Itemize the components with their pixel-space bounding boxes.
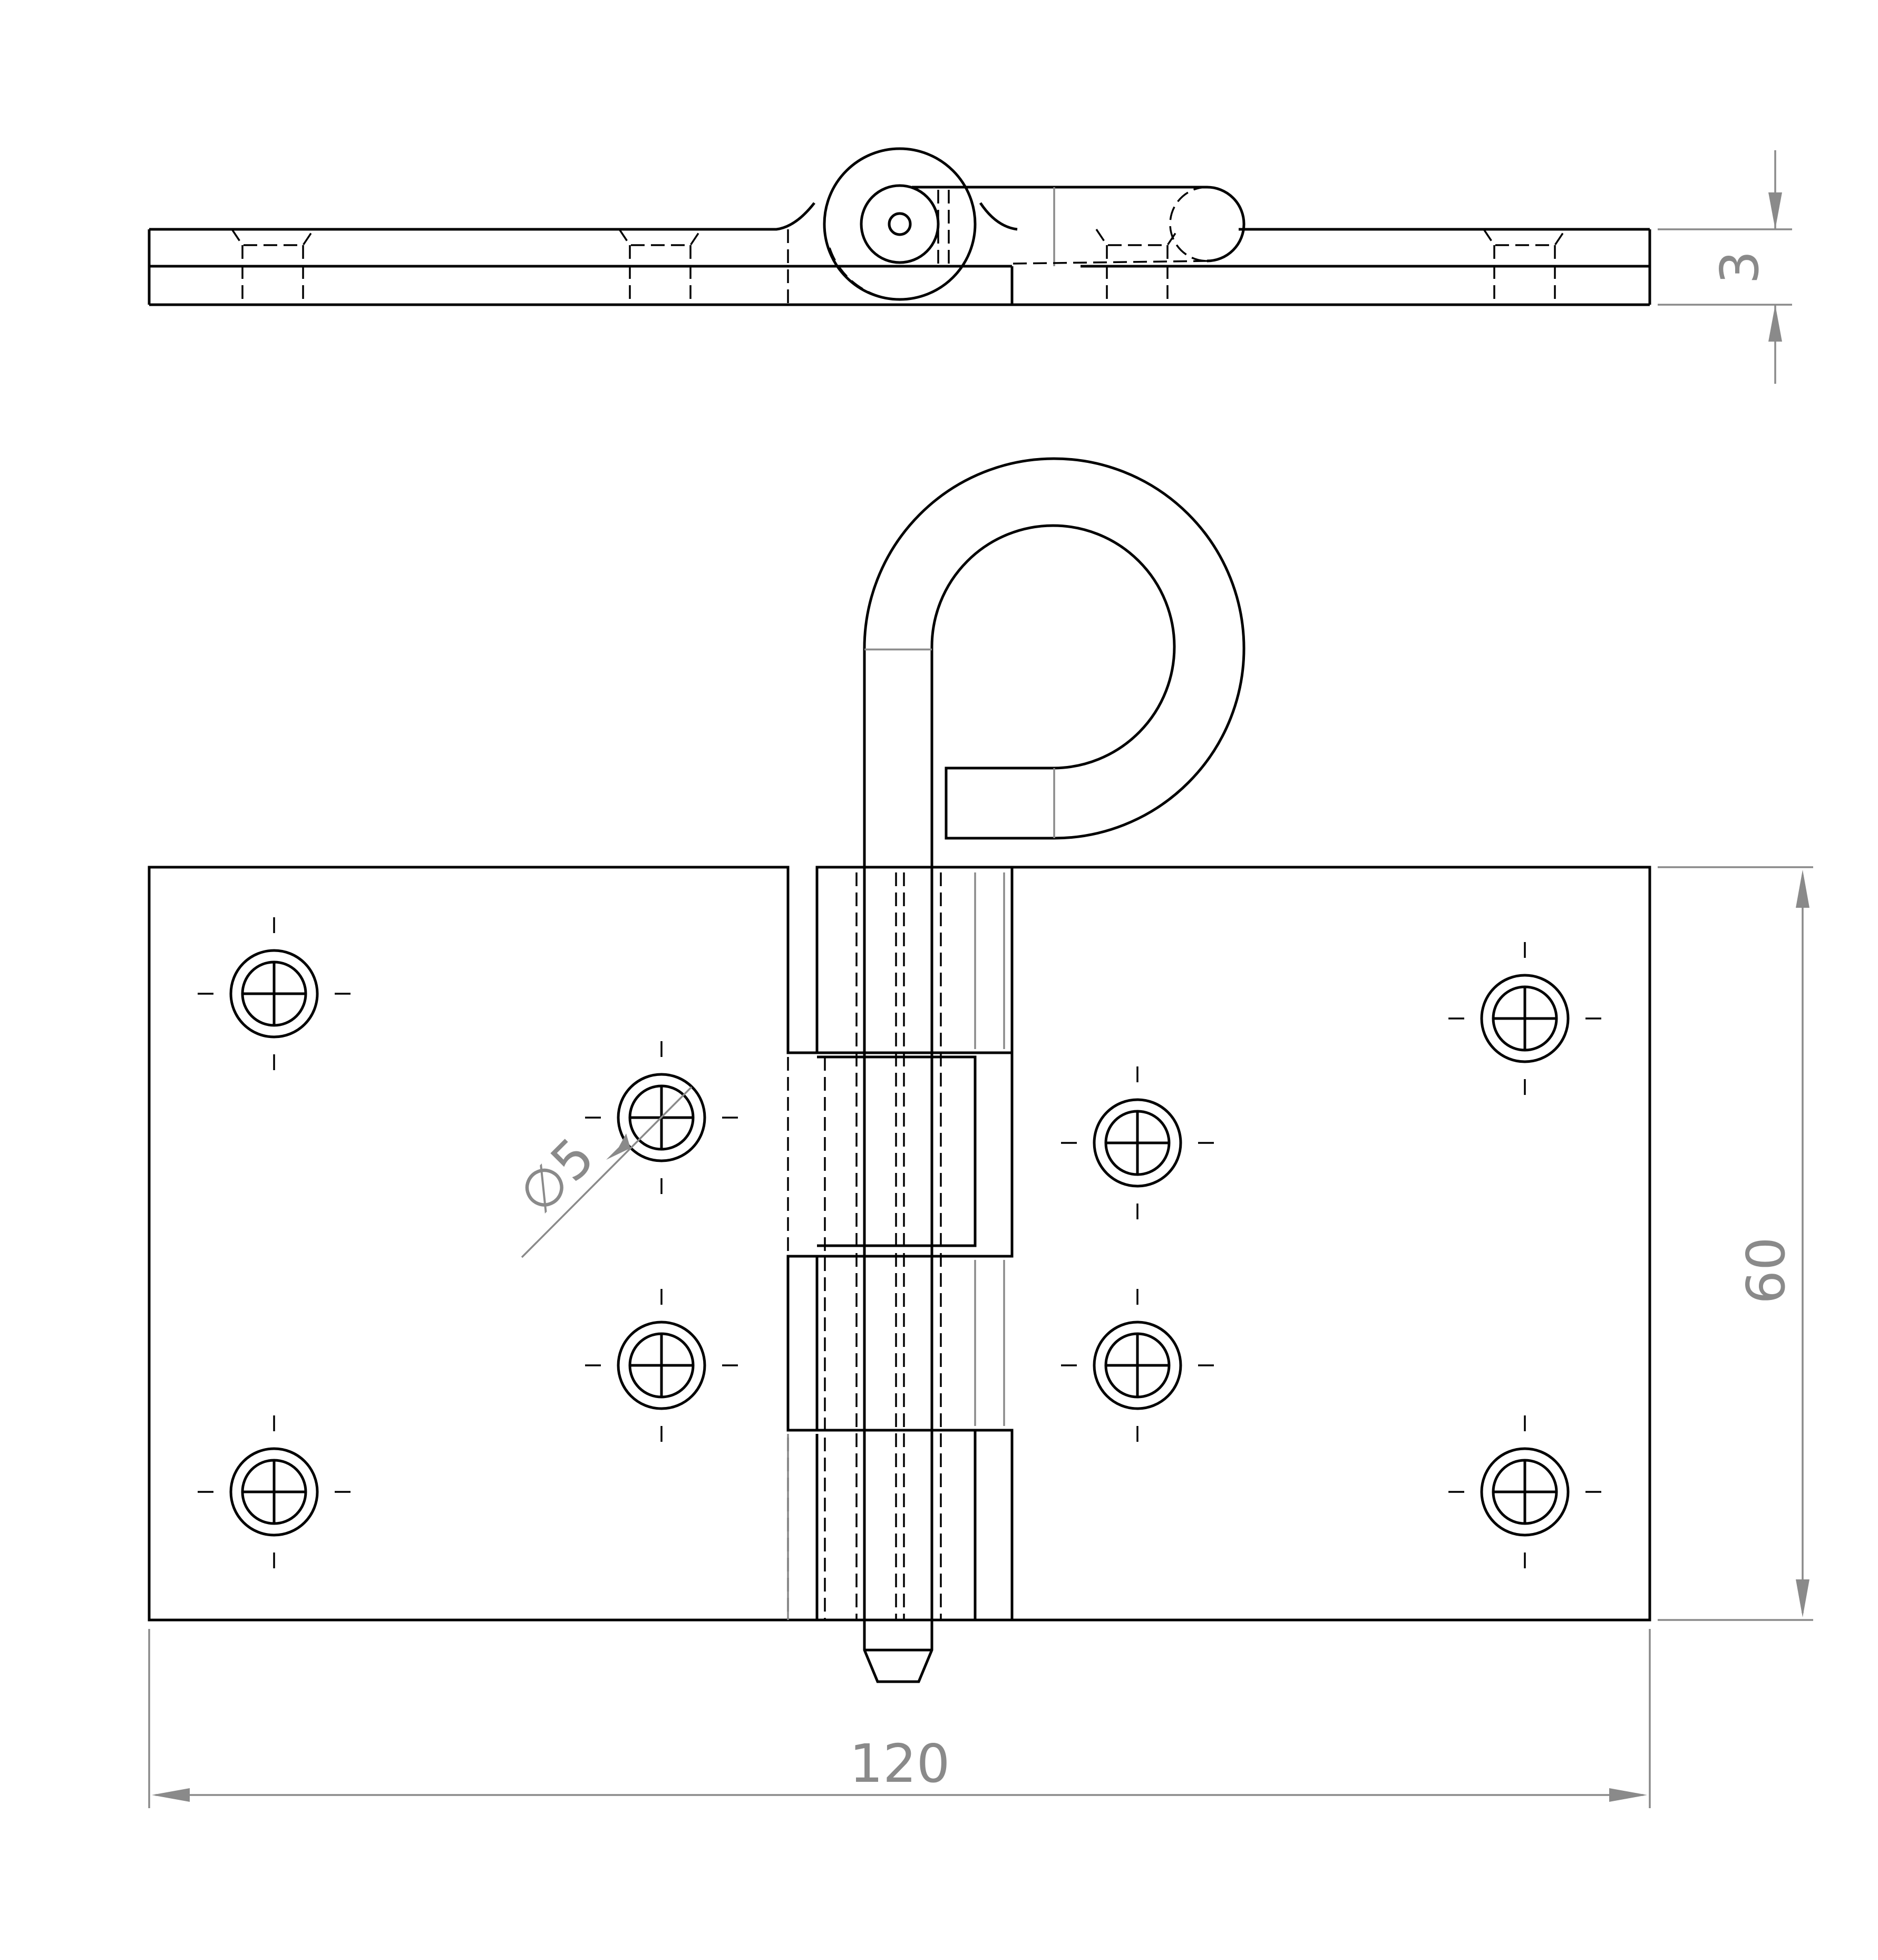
screw-hole (198, 1415, 351, 1568)
top-view: 3 (148, 147, 1792, 384)
pin-tip (863, 1620, 933, 1683)
left-leaf (148, 866, 1014, 1622)
hole-diameter-label: ∅5 (507, 1126, 606, 1226)
width-dimension: 120 (148, 1629, 1651, 1808)
height-dimension: 60 (1658, 866, 1813, 1621)
height-dimension-label: 60 (1735, 1237, 1797, 1304)
thickness-dimension-label: 3 (1709, 250, 1770, 284)
knuckle-profile (787, 147, 1245, 305)
hole-diameter-dimension: ∅5 (507, 1086, 693, 1258)
screw-hole (1061, 1066, 1214, 1219)
right-leaf-profile (979, 202, 1651, 305)
screw-hole (1448, 1415, 1601, 1568)
left-leaf-profile (148, 202, 1650, 306)
right-leaf (786, 866, 1651, 1622)
thickness-dimension: 3 (1658, 150, 1792, 384)
screw-hole (198, 917, 351, 1070)
screw-hole (1448, 942, 1601, 1095)
screw-holes (198, 917, 1601, 1568)
countersink-hidden-lines (231, 229, 1566, 305)
front-view: ∅5 60 120 (148, 457, 1813, 1808)
screw-hole (585, 1289, 738, 1442)
width-dimension-label: 120 (850, 1733, 950, 1794)
pin-hidden-lines (787, 867, 1005, 1620)
pin-hook (863, 457, 1245, 867)
screw-hole (1061, 1289, 1214, 1442)
